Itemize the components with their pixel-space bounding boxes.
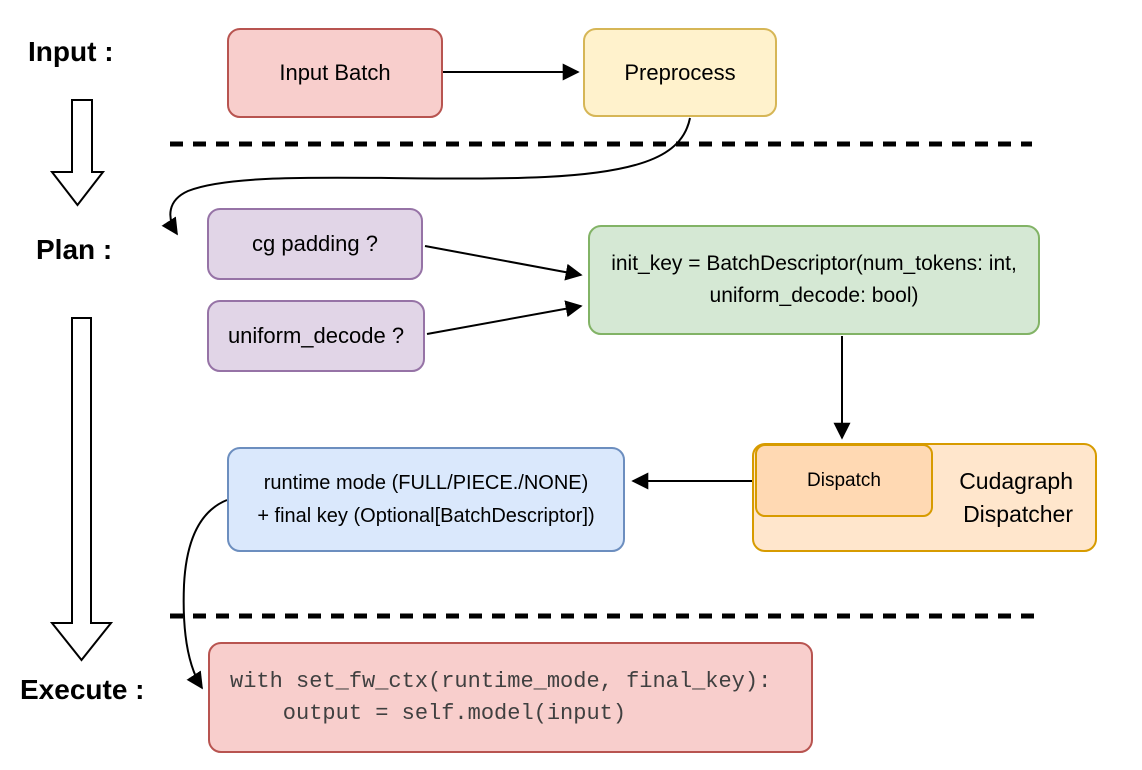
node-dispatch-label: Dispatch (807, 469, 881, 491)
stage-label-execute: Execute : (20, 674, 145, 705)
connector-preprocess-to-cg-padding (161, 117, 691, 236)
connector-cg-padding-to-init-key (424, 245, 583, 281)
node-execute-code-line1: with set_fw_ctx(runtime_mode, final_key)… (230, 668, 772, 694)
node-runtime-mode-line2: + final key (Optional[BatchDescriptor]) (257, 504, 595, 527)
node-execute-code: with set_fw_ctx(runtime_mode, final_key)… (208, 642, 813, 753)
connector-runtime-mode-to-execute-code (182, 499, 228, 690)
node-runtime-mode-line1: runtime mode (FULL/PIECE./NONE) (263, 471, 589, 494)
stage-arrow-input-to-plan-icon (49, 99, 106, 207)
node-init-key: init_key = BatchDescriptor(num_tokens: i… (588, 225, 1040, 335)
node-execute-code-line2: output = self.model(input) (230, 700, 627, 726)
node-dispatch: Dispatch (755, 444, 933, 517)
node-cg-padding: cg padding ? (207, 208, 423, 280)
node-cudagraph-dispatcher-line1: Cudagraph (959, 467, 1073, 494)
stage-label-plan: Plan : (36, 234, 113, 265)
stage-arrow-plan-to-execute-icon (49, 317, 114, 662)
node-cg-padding-label: cg padding ? (252, 231, 378, 257)
node-uniform-decode: uniform_decode ? (207, 300, 425, 372)
node-preprocess: Preprocess (583, 28, 777, 117)
node-init-key-line2: uniform_decode: bool) (709, 284, 919, 307)
connector-uniform-decode-to-init-key (426, 300, 583, 335)
node-input-batch-label: Input Batch (279, 60, 391, 86)
node-input-batch: Input Batch (227, 28, 443, 118)
node-cudagraph-dispatcher-line2: Dispatcher (963, 500, 1073, 527)
node-uniform-decode-label: uniform_decode ? (227, 323, 405, 349)
node-init-key-line1: init_key = BatchDescriptor(num_tokens: i… (611, 252, 1017, 275)
node-runtime-mode: runtime mode (FULL/PIECE./NONE) + final … (227, 447, 625, 552)
node-preprocess-label: Preprocess (624, 59, 736, 85)
stage-label-input: Input : (28, 36, 114, 67)
